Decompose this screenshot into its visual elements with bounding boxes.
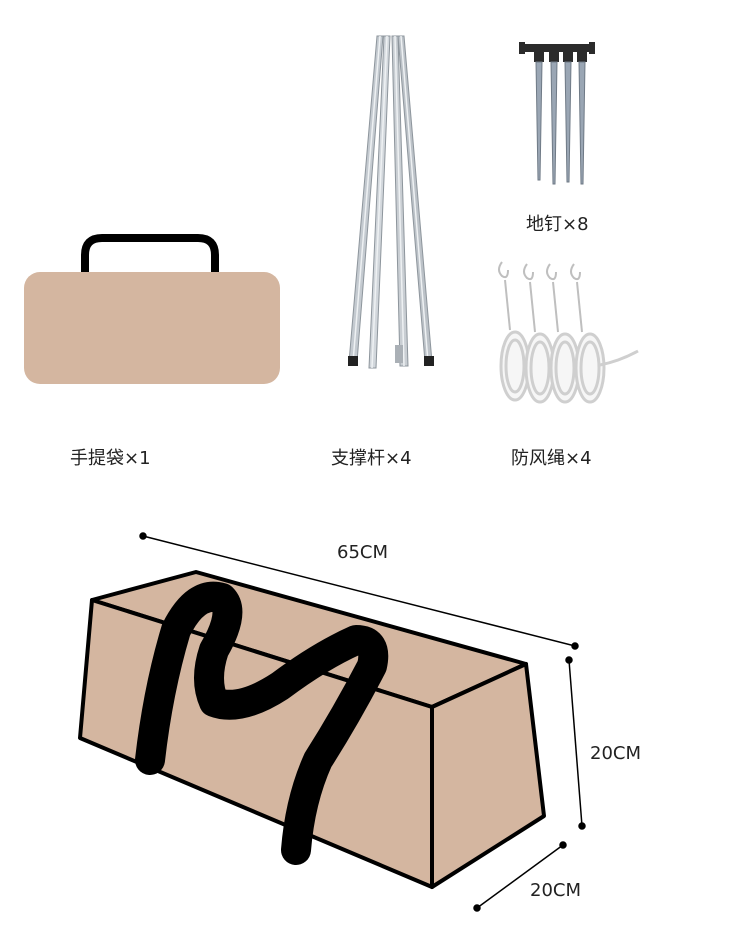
poles-label: 支撑杆×4 — [331, 444, 412, 470]
bag-qty: ×1 — [124, 448, 151, 469]
dimension-lines — [139, 532, 586, 912]
bag-body — [24, 272, 280, 384]
bag-strap-icon — [135, 581, 389, 865]
bag-handle-icon — [81, 234, 219, 275]
stakes-label: 地钉×8 — [526, 210, 589, 236]
bag-3d-illustration — [78, 570, 546, 889]
carry-bag-illustration — [24, 234, 280, 384]
dimension-length: 65CM — [337, 542, 389, 563]
support-poles-illustration — [348, 35, 434, 369]
dimension-depth: 20CM — [530, 880, 582, 901]
poles-qty: ×4 — [385, 448, 412, 469]
bag-name: 手提袋 — [70, 448, 124, 469]
stakes-name: 地钉 — [526, 214, 562, 235]
ground-stakes-illustration — [519, 42, 595, 185]
dimension-height: 20CM — [590, 743, 642, 764]
ropes-name: 防风绳 — [511, 448, 565, 469]
bag-label: 手提袋×1 — [70, 444, 151, 470]
ropes-qty: ×4 — [565, 448, 592, 469]
poles-name: 支撑杆 — [331, 448, 385, 469]
ropes-label: 防风绳×4 — [511, 444, 592, 470]
wind-ropes-illustration — [498, 261, 639, 404]
stakes-qty: ×8 — [562, 214, 589, 235]
